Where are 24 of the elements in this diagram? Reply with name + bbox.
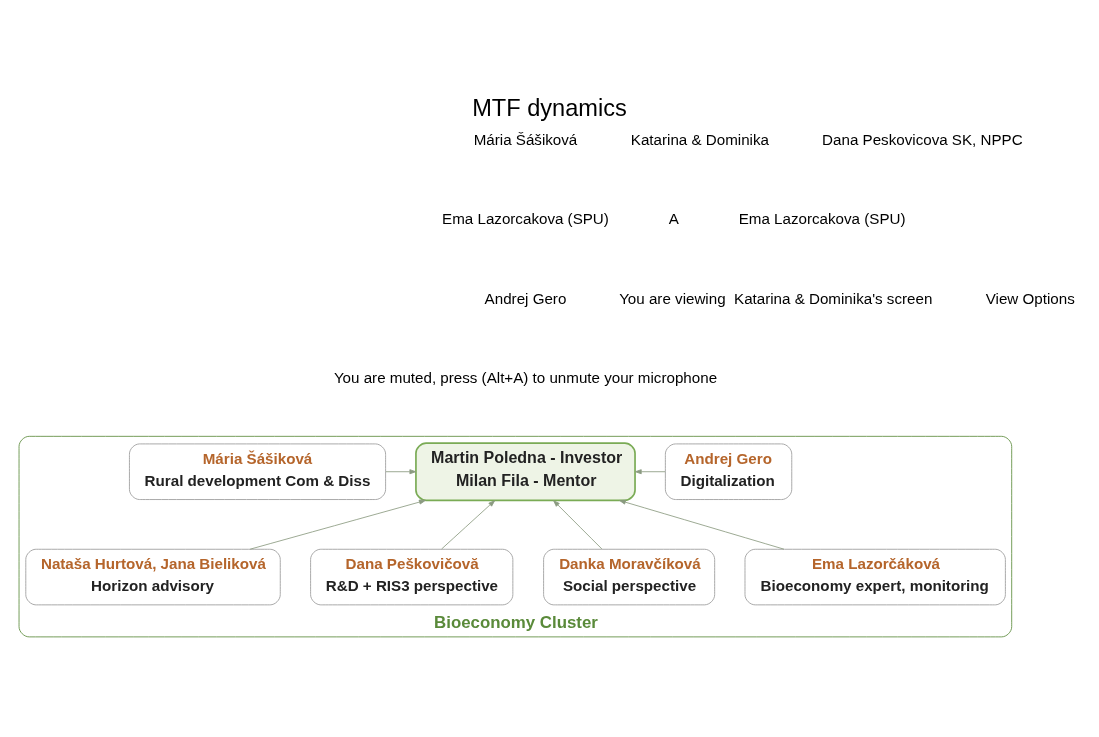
arrow [619,499,785,550]
label: Ema Lazorcakova (SPU) [738,210,906,228]
label: Andrej Gero [484,289,567,307]
label: Dana Peskovicova SK, NPPC [822,131,1023,149]
label: You are muted, press (Alt+A) to unmute your microphone [333,368,718,386]
label: View Options [985,289,1075,307]
label: You are viewing Katarina & Dominika's screen [619,289,933,307]
node-box: Dana Peškovičovă R&D + RIS3 perspective [310,548,514,606]
node-box: Ema Lazorčáková Bioeconomy expert, monitoring [744,548,1006,606]
arrow [441,500,496,550]
arrow [553,500,603,550]
node-box: Mária Šášiková Rural development Com & Diss [129,443,387,500]
label: Katarina & Dominika [630,131,769,149]
diagram-title: MTF dynamics [472,94,627,121]
node-box: Nataša Hurtová, Jana Bieliková Horizon advisory [25,548,281,606]
node-box: Andrej Gero Digitalization [664,443,793,500]
arrow [634,469,666,475]
node-box: Martin Poledna - Investor Milan Fila - Mentor [415,442,636,502]
label: A [668,210,679,228]
label: Mária Šášiková [473,131,578,149]
arrow [249,499,426,550]
arrow [385,469,417,475]
node-box: Danka Moravčíková Social perspective [543,548,716,606]
label: Ema Lazorcakova (SPU) [442,210,609,228]
